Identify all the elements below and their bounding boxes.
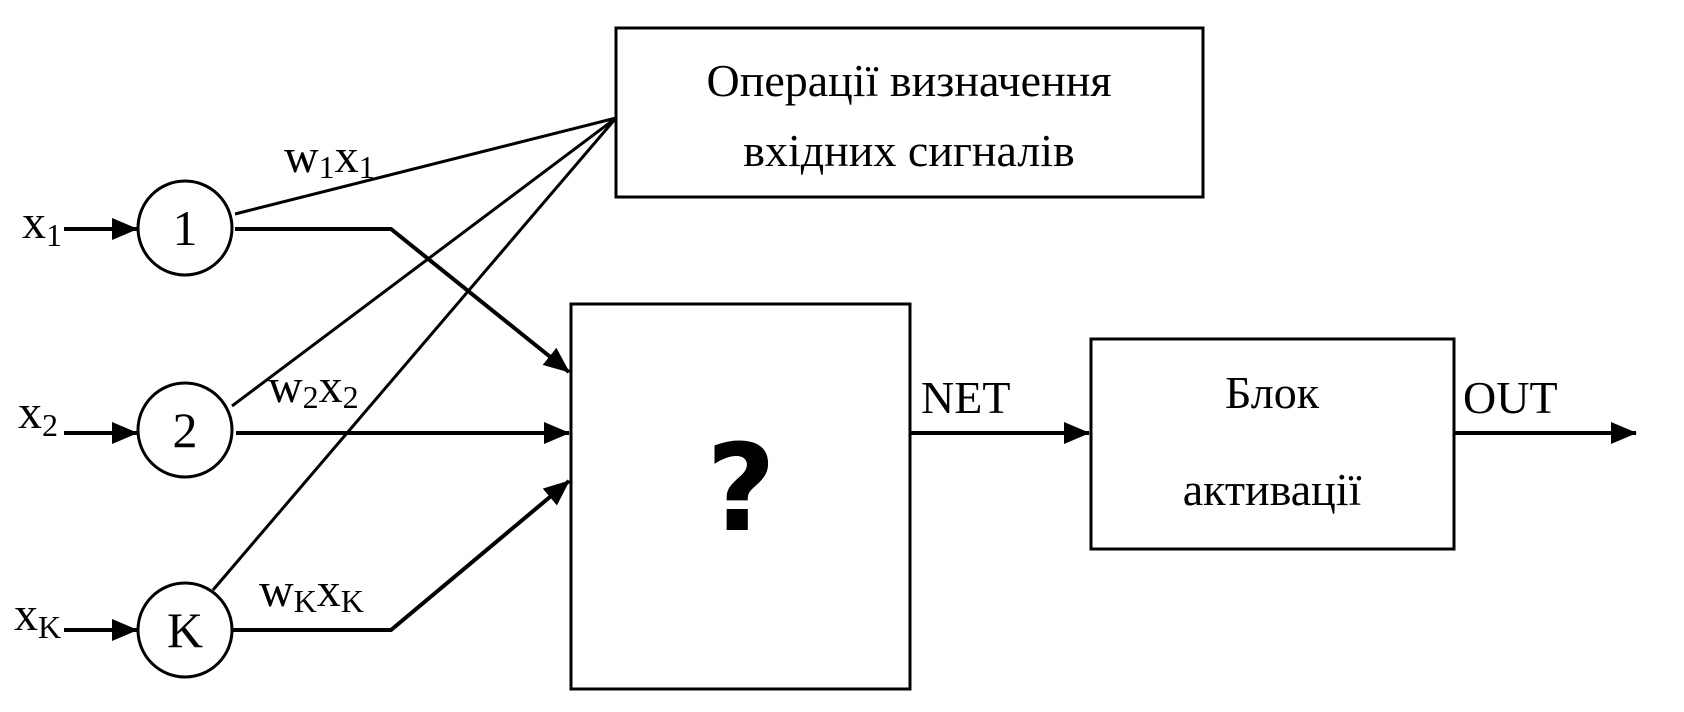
- signal-lines-to-top-box: [211, 116, 618, 591]
- out-label: OUT: [1463, 372, 1558, 423]
- svg-text:Блок: Блок: [1225, 367, 1320, 418]
- arrow-w1x1: [235, 227, 571, 374]
- net-label: NET: [921, 372, 1010, 423]
- input-label-x1: x1: [22, 196, 62, 253]
- svg-text:активації: активації: [1183, 464, 1362, 515]
- svg-text:?: ?: [706, 420, 776, 559]
- svg-text:1: 1: [173, 200, 198, 256]
- input-node-k: K: [136, 581, 234, 679]
- svg-text:2: 2: [173, 402, 198, 458]
- input-label-xk: xK: [14, 588, 61, 645]
- input-node-2: 2: [136, 381, 234, 479]
- arrow-wkxk: [224, 479, 571, 632]
- svg-text:вхідних сигналів: вхідних сигналів: [743, 125, 1074, 176]
- input-node-1: 1: [136, 179, 234, 277]
- weight-label-w2x2: w2x2: [268, 360, 359, 415]
- svg-text:K: K: [167, 602, 203, 658]
- input-signal-operations-box: Операції визначення вхідних сигналів: [614, 26, 1205, 199]
- weighted-signal-lines: [224, 227, 571, 632]
- svg-text:Операції визначення: Операції визначення: [707, 55, 1112, 106]
- input-arrows: [64, 218, 138, 641]
- activation-block-box: Блок активації: [1089, 337, 1456, 551]
- unknown-function-box: ?: [569, 302, 912, 691]
- input-label-x2: x2: [18, 386, 58, 443]
- weight-label-w1x1: w1x1: [284, 130, 375, 185]
- weight-label-wkxk: wKxK: [259, 564, 364, 619]
